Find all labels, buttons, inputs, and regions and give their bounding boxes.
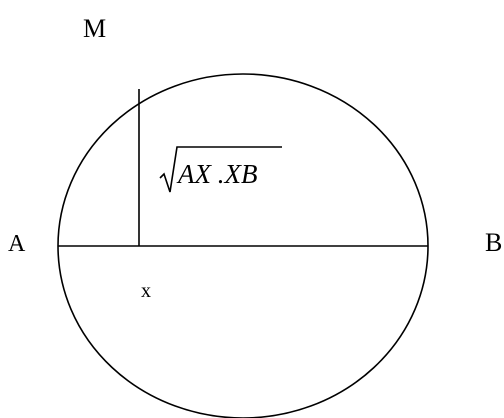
formula-expression: AX .XB bbox=[176, 159, 257, 189]
label-m: M bbox=[83, 14, 106, 43]
radical-sign bbox=[159, 146, 282, 193]
label-b: B bbox=[485, 228, 502, 257]
label-a: A bbox=[8, 231, 26, 257]
label-x: x bbox=[141, 280, 151, 302]
